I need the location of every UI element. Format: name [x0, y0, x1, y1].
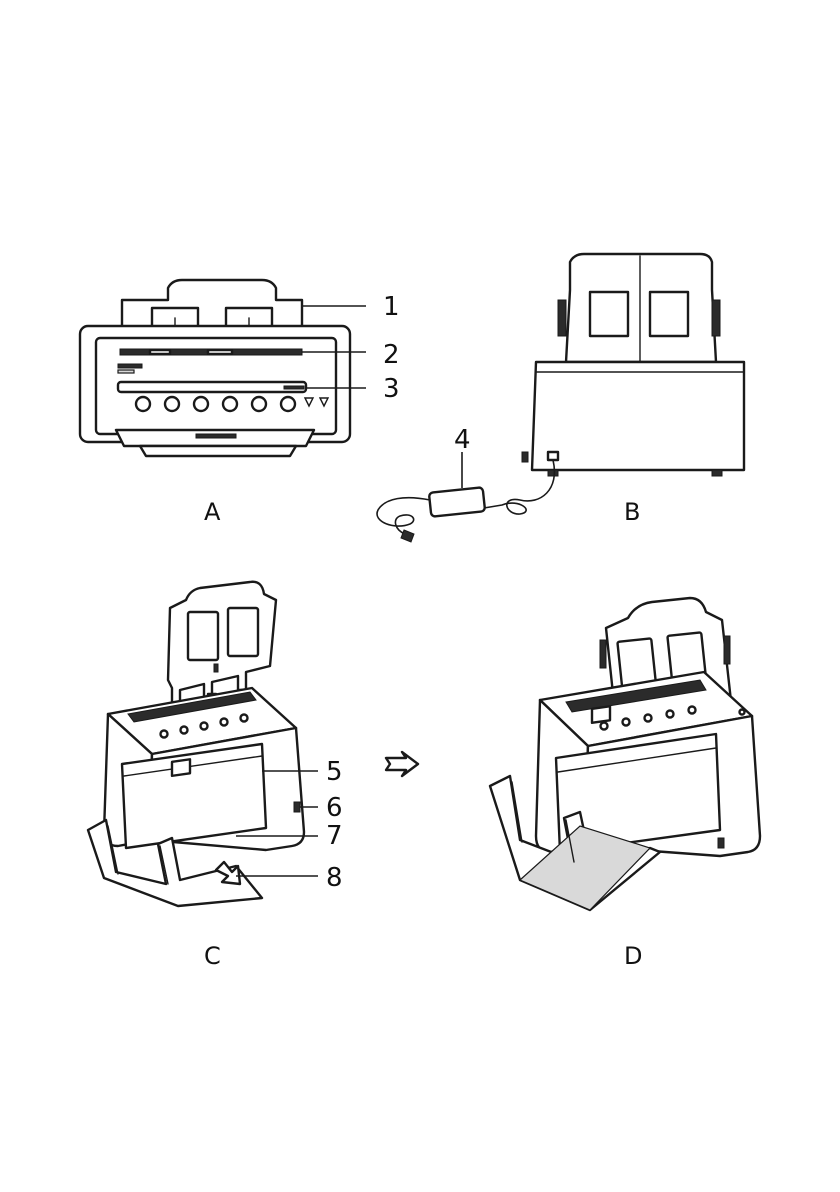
scan-button-6: [281, 397, 295, 411]
scan-button-2: [165, 397, 179, 411]
usb-port: [294, 802, 300, 812]
double-arrow-right-icon: [386, 752, 418, 776]
panel-a-front-view: 1 2 3 A: [80, 280, 400, 526]
callout-5: 5: [326, 757, 343, 787]
scan-button-3: [194, 397, 208, 411]
callout-6: 6: [326, 793, 343, 823]
callout-4: 4: [454, 425, 471, 455]
panel-d-assembled: D: [490, 598, 760, 970]
scanner-body-rear: [532, 362, 744, 470]
mains-cord: [377, 498, 430, 534]
panel-label-c: C: [204, 942, 221, 970]
button-panel: [118, 382, 306, 392]
power-port: [548, 452, 558, 460]
paper-holder-rear: [566, 254, 716, 362]
paper-holder-floating: [168, 582, 276, 706]
scan-button-1: [136, 397, 150, 411]
panel-label-a: A: [204, 498, 221, 526]
panel-label-d: D: [624, 942, 642, 970]
callout-3: 3: [383, 374, 400, 404]
scan-button-4: [223, 397, 237, 411]
panel-c-installation: 5 6 7 8 C: [88, 582, 343, 970]
power-adapter: [429, 487, 485, 517]
door-handle: [172, 759, 190, 776]
brand-plate: [118, 364, 142, 368]
panel-b-rear-view: 4 B: [377, 254, 744, 542]
panel-label-b: B: [624, 498, 640, 526]
scan-button-5: [252, 397, 266, 411]
callout-7: 7: [326, 821, 343, 851]
callout-8: 8: [326, 863, 343, 893]
callout-1: 1: [383, 292, 400, 322]
callout-2: 2: [383, 340, 400, 370]
